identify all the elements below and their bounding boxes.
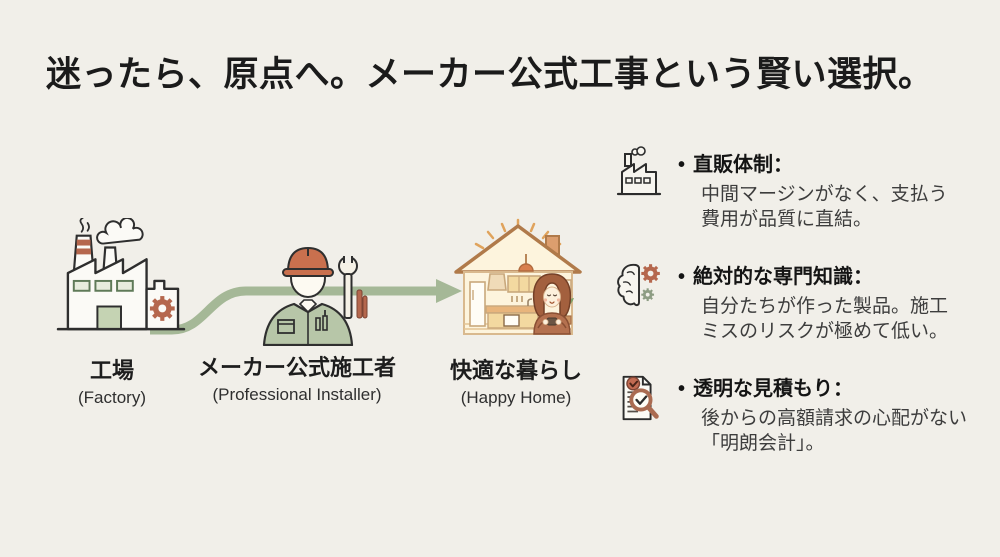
benefit-body-line: 費用が品質に直結。 [701, 209, 873, 230]
benefit-body: 後からの高額請求の心配がない 「明朗会計」。 [678, 406, 967, 456]
benefit-item-expertise: • 絶対的な専門知識： 自分たちが作った製品。施工 ミスのリスクが極めて低い。 [612, 258, 987, 344]
bullet-icon: • [678, 266, 686, 288]
step-label-en: (Factory) [78, 388, 146, 407]
benefit-body-line: ミスのリスクが極めて低い。 [701, 321, 949, 342]
magnifying-glass-icon [629, 388, 659, 419]
happy-home-illustration [454, 218, 582, 335]
step-label-ja: 工場 [89, 358, 134, 383]
benefit-body-line: 中間マージンがなく、支払う [701, 184, 948, 205]
woman-with-cup [532, 273, 572, 335]
bullet-icon: • [678, 378, 686, 400]
benefit-body: 中間マージンがなく、支払う 費用が品質に直結。 [678, 182, 948, 232]
benefit-content: • 直販体制： 中間マージンがなく、支払う 費用が品質に直結。 [678, 146, 948, 232]
benefit-body-line: 「明朗会計」。 [701, 433, 825, 454]
brain-gears-icon [617, 263, 660, 307]
benefit-heading: 絶対的な専門知識： [693, 266, 874, 288]
check-badge-icon [626, 376, 641, 391]
benefit-content: • 透明な見積もり： 後からの高額請求の心配がない 「明朗会計」。 [678, 370, 967, 456]
cup-icon [546, 317, 558, 326]
bullet-icon: • [678, 154, 686, 176]
step-label-en: (Professional Installer) [212, 385, 382, 404]
benefit-item-direct-sales: • 直販体制： 中間マージンがなく、支払う 費用が品質に直結。 [612, 146, 987, 232]
right-arrow-icon [436, 279, 462, 303]
benefit-heading-row: • 直販体制： [678, 148, 948, 177]
benefit-heading-row: • 絶対的な専門知識： [678, 260, 948, 289]
page-title: 迷ったら、原点へ。メーカー公式工事という賢い選択。 [46, 55, 934, 94]
benefit-content: • 絶対的な専門知識： 自分たちが作った製品。施工 ミスのリスクが極めて低い。 [678, 258, 948, 344]
benefit-body-line: 自分たちが作った製品。施工 [701, 296, 949, 317]
wrench-icon [338, 254, 358, 319]
hard-hat-icon [282, 246, 334, 277]
brain-icon [617, 263, 640, 307]
flow-step-label-happy-home: 快適な暮らし (Happy Home) [425, 353, 607, 408]
flow-step-label-installer: メーカー公式施工者 (Professional Installer) [170, 350, 424, 405]
step-label-en: (Happy Home) [460, 388, 572, 407]
step-label-ja: 快適な暮らし [449, 358, 582, 383]
benefit-heading: 直販体制： [693, 154, 794, 176]
benefit-heading-row: • 透明な見積もり： [678, 372, 967, 401]
estimate-magnifier-icon [622, 375, 659, 421]
benefit-item-transparent-estimate: • 透明な見積もり： 後からの高額請求の心配がない 「明朗会計」。 [612, 370, 987, 456]
tool-handle [356, 289, 363, 319]
benefit-body-line: 後からの高額請求の心配がない [701, 408, 968, 429]
tool-handle [362, 295, 368, 319]
factory-illustration [56, 218, 186, 331]
step-label-ja: メーカー公式施工者 [197, 355, 396, 380]
factory-line-icon [616, 146, 662, 196]
benefit-body: 自分たちが作った製品。施工 ミスのリスクが極めて低い。 [678, 294, 948, 344]
flow-step-label-factory: 工場 (Factory) [38, 353, 186, 408]
installer-illustration [262, 246, 368, 346]
benefit-heading: 透明な見積もり： [693, 378, 854, 400]
